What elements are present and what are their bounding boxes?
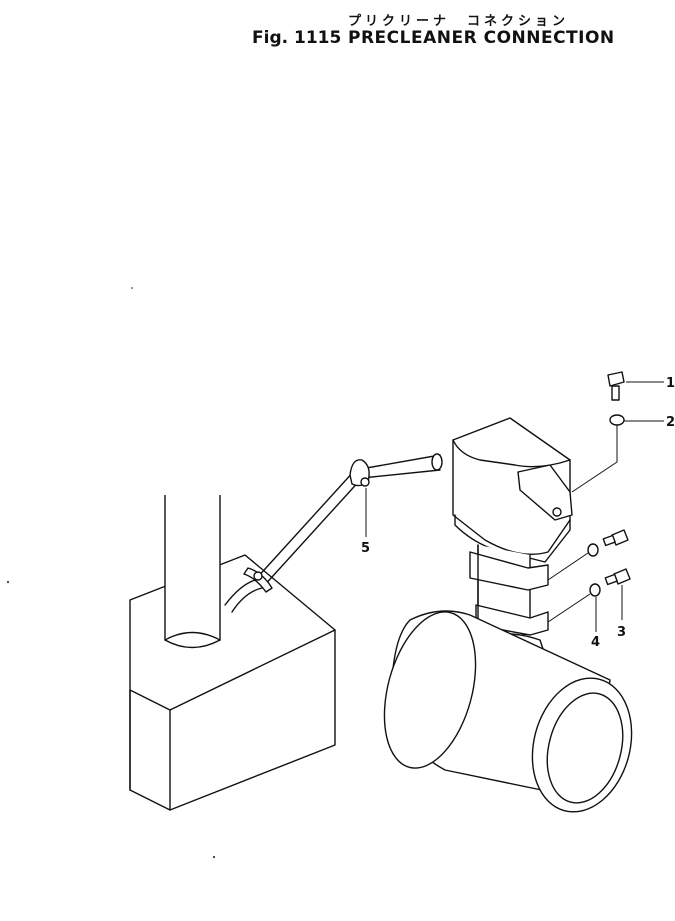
- callout-1: 1: [666, 376, 675, 391]
- bolt-1: [607, 371, 664, 401]
- figure-title-japanese: プリクリーナ コネクション: [348, 14, 570, 29]
- hose-clamp-5: [349, 459, 370, 537]
- speck: [131, 287, 133, 289]
- speck: [7, 581, 9, 583]
- figure-header: プリクリーナ コネクション Fig. 1115 PRECLEANER CONNE…: [0, 0, 675, 60]
- callout-5: 5: [361, 541, 370, 556]
- precleaner-box: [452, 417, 573, 563]
- washer-2: [571, 414, 664, 493]
- callout-3: 3: [617, 625, 626, 640]
- speck: [213, 856, 215, 858]
- figure-number: Fig. 1115: [252, 28, 342, 48]
- bolt-3: [602, 529, 631, 620]
- hose-clamp-lower: [243, 567, 273, 593]
- washer-4: [547, 543, 601, 632]
- figure-title-english: PRECLEANER CONNECTION: [348, 28, 615, 48]
- callout-4: 4: [591, 635, 600, 650]
- air-cleaner-drum: [383, 610, 633, 813]
- exhaust-stack: [164, 495, 221, 649]
- base-block: [129, 554, 336, 811]
- callout-2: 2: [666, 415, 675, 430]
